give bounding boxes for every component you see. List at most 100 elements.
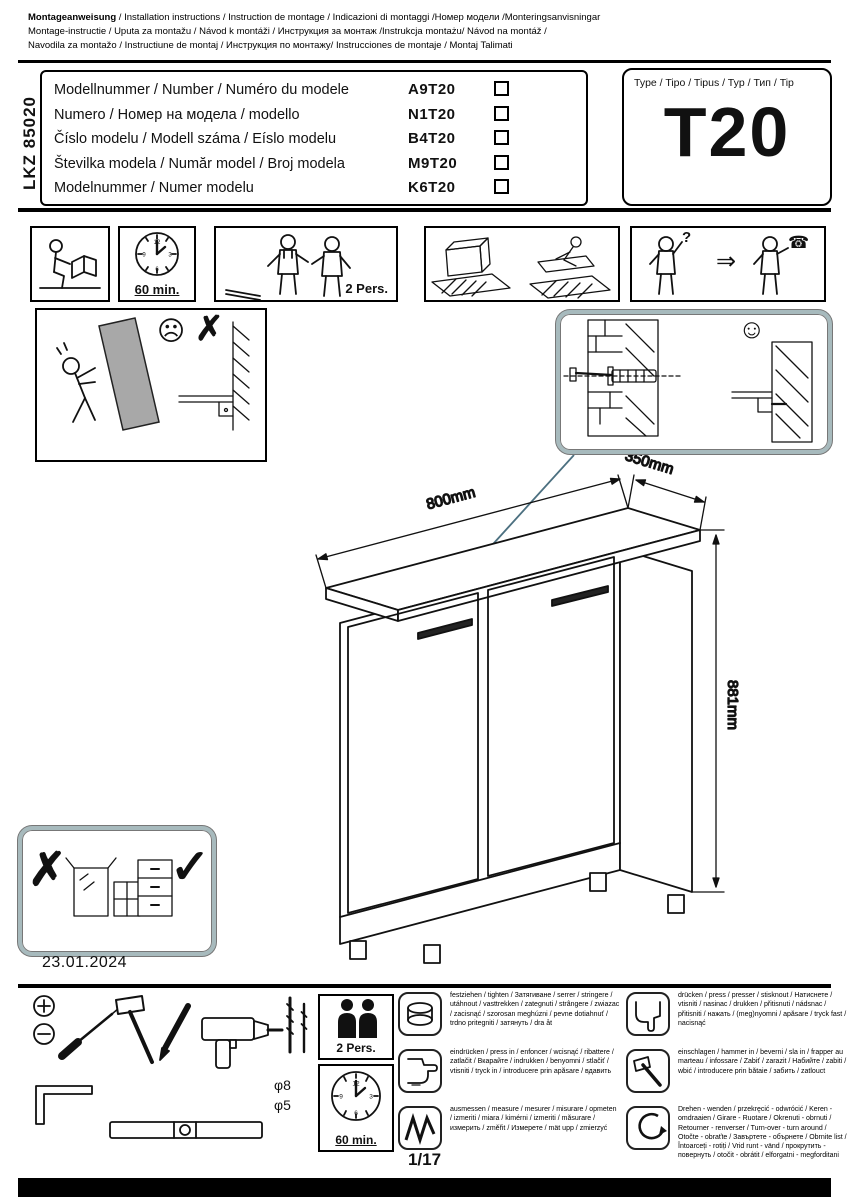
wall-mount-icon [178, 321, 250, 431]
tighten-icon [398, 992, 442, 1036]
turn-over-icon [626, 1106, 670, 1150]
step-text: Drehen - wenden / przekręcić - odwrócić … [678, 1106, 847, 1160]
wall-anchor-callout: ☺ [556, 310, 832, 454]
pencil-icon [159, 1003, 191, 1061]
model-checkbox [494, 155, 509, 170]
model-checkbox [494, 130, 509, 145]
wall-plug-icon [563, 319, 813, 443]
step-text: drücken / press / presser / stisknout / … [678, 992, 847, 1027]
svg-text:9: 9 [339, 1094, 343, 1101]
keep-check-icon: ✓ [170, 841, 211, 894]
tools-panel: φ8 φ5 [33, 995, 308, 1139]
model-label: Numero / Номер на модела / modello [54, 107, 300, 123]
divider-top [18, 60, 831, 63]
cabinet-drawing [325, 507, 701, 964]
persons-required-box: 2 Pers. [318, 994, 394, 1060]
step-item: Drehen - wenden / przekręcić - odwrócić … [626, 1104, 849, 1160]
divider-bottom [18, 984, 831, 988]
model-label: Číslo modelu / Modell száma / Eíslo mode… [54, 131, 337, 147]
svg-text:6: 6 [155, 267, 159, 273]
double-arrow-icon: ⇒ [716, 248, 737, 275]
drill-icon [201, 1017, 284, 1069]
date-label: 23.01.2024 [42, 954, 128, 971]
page-number: 1/17 [407, 1150, 442, 1169]
footer-bar [18, 1178, 831, 1197]
model-code: B4T20 [408, 130, 456, 147]
step-item: festziehen / tighten / Затягиване / serr… [398, 990, 622, 1046]
door-handle-right [551, 585, 609, 607]
help-workers-icon [649, 236, 789, 295]
action-legend: festziehen / tighten / Затягиване / serr… [398, 990, 849, 1160]
type-box: Type / Tipo / Tipus / Typ / Тип / Tip T2… [622, 68, 832, 206]
picto-read-manual [30, 226, 110, 302]
type-label: Type / Tipo / Tipus / Typ / Тип / Tip [634, 77, 794, 89]
step-item: eindrücken / press in / enfoncer / wcisn… [398, 1047, 622, 1103]
duration-label: 60 min. [134, 282, 180, 297]
model-label: Modellnummer / Number / Numéro du modele [54, 82, 349, 98]
cabinet-door-left [347, 592, 479, 914]
dimension-height: 881mm [691, 529, 742, 893]
reading-person-icon [39, 239, 101, 289]
svg-text:881mm: 881mm [724, 680, 741, 730]
press-hand-icon [626, 992, 670, 1036]
model-code: A9T20 [408, 81, 456, 98]
svg-text:9: 9 [142, 253, 146, 259]
press-in-hand-icon [398, 1049, 442, 1093]
svg-text:12: 12 [154, 240, 161, 246]
drill-dia-5: φ5 [274, 1097, 291, 1113]
model-number-box: Modellnummer / Number / Numéro du modele… [40, 70, 588, 206]
model-code: N1T20 [408, 106, 456, 123]
tilting-furniture-icon [56, 317, 250, 431]
screwdriver-icon [58, 1007, 120, 1060]
clock-icon: 12 3 6 9 [331, 1071, 381, 1121]
carpet-assembly-icon [431, 236, 611, 299]
drill-dia-8: φ8 [274, 1077, 291, 1093]
svg-text:800mm: 800mm [424, 484, 477, 513]
disposal-cross-icon: ✗ [28, 843, 67, 895]
hammer-icon [115, 995, 154, 1064]
step-item: drücken / press / presser / stisknout / … [626, 990, 849, 1046]
step-text: festziehen / tighten / Затягиване / serr… [450, 992, 620, 1027]
persons-required-label: 2 Pers. [336, 1041, 376, 1055]
hammer-in-icon [626, 1049, 670, 1093]
step-text: eindrücken / press in / enfoncer / wcisn… [450, 1049, 614, 1075]
set-square-icon [35, 1085, 93, 1125]
cabinet-illustration: 800mm 350mm 881mm [315, 447, 742, 964]
header-line3: Navodila za montažo / Instructiune de mo… [28, 39, 513, 51]
model-code: K6T20 [408, 179, 456, 196]
divider-model [18, 208, 831, 212]
measure-ruler-icon [398, 1106, 442, 1150]
level-icon [109, 1121, 263, 1139]
type-value: T20 [663, 93, 791, 171]
cabinet-door-right [487, 556, 615, 877]
picto-duration: 12 3 6 9 60 min. [118, 226, 196, 302]
picto-help-hotline: ? ⇒ ☎ [630, 226, 826, 302]
duration-label: 60 min. [335, 1133, 377, 1147]
persons-label: 2 Pers. [345, 281, 388, 296]
step-text: einschlagen / hammer in / beverni / sla … [678, 1049, 847, 1075]
picto-two-persons: 2 Pers. [214, 226, 398, 302]
happy-face-icon: ☺ [738, 314, 766, 344]
packaging-disposal-box: ✗ ✓ [18, 826, 216, 956]
step-item: ausmessen / measure / mesurer / misurare… [398, 1104, 622, 1160]
door-handle-left [417, 618, 473, 640]
svg-text:3: 3 [168, 253, 172, 259]
svg-text:12: 12 [352, 1081, 360, 1088]
cross-icon: ✗ [195, 310, 224, 348]
phillips-head-icon [33, 995, 55, 1017]
tipping-warning-box: ☹ ✗ [35, 308, 267, 462]
phone-icon: ☎ [788, 233, 810, 252]
step-text: ausmessen / measure / mesurer / misurare… [450, 1106, 617, 1132]
header-title: Montageanweisung [28, 12, 117, 23]
picto-assemble-on-carpet [424, 226, 620, 302]
flat-head-icon [33, 1023, 55, 1045]
step-item: einschlagen / hammer in / beverni / sla … [626, 1047, 849, 1103]
svg-text:3: 3 [369, 1094, 373, 1101]
model-checkbox [494, 106, 509, 121]
lkz-code: LKZ 85020 [20, 95, 39, 191]
two-persons-icon [338, 999, 377, 1038]
sad-face-icon: ☹ [157, 316, 186, 346]
model-label: Modelnummer / Numer modelu [54, 180, 254, 196]
model-checkbox [494, 179, 509, 194]
